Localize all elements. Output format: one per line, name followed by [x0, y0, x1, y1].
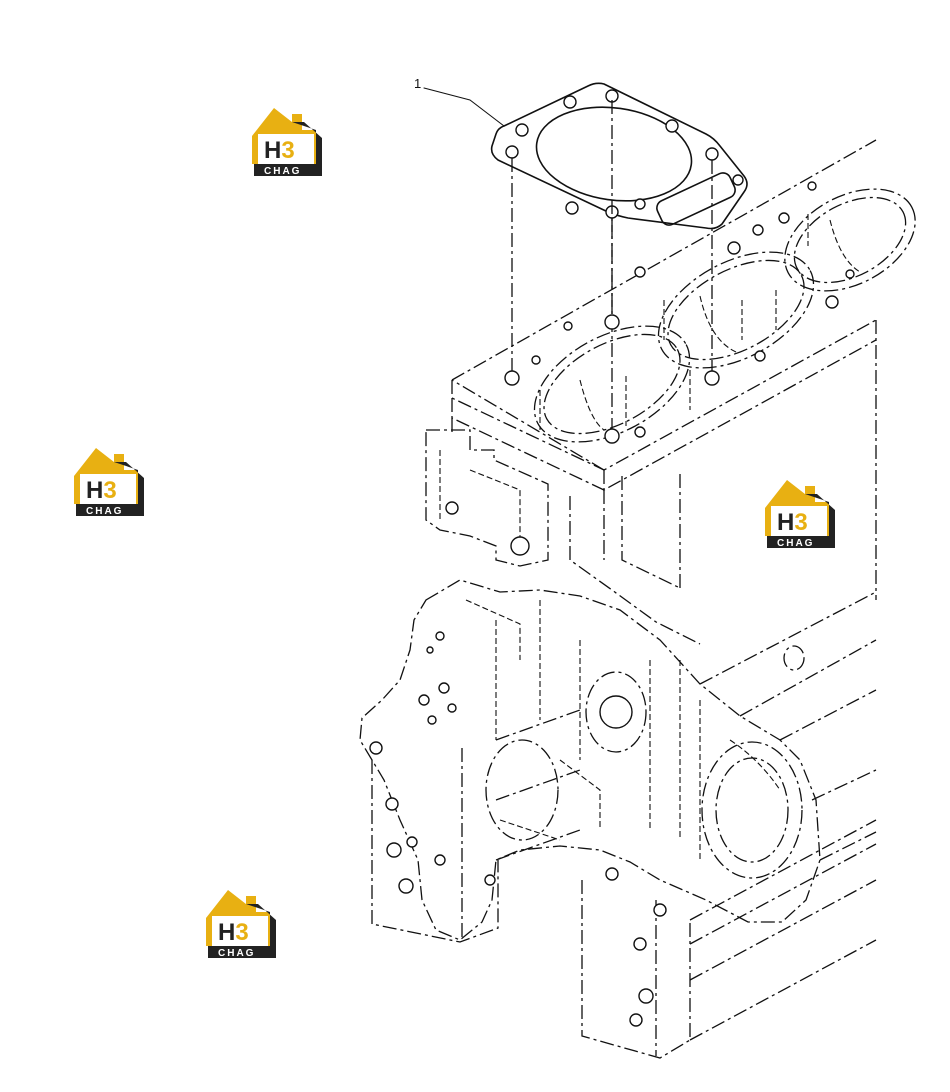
- watermark-logo: H3 CHAG: [74, 448, 144, 517]
- svg-text:H3: H3: [86, 477, 117, 504]
- svg-text:H3: H3: [218, 919, 249, 946]
- watermark-bottom-text: CHAG: [264, 166, 301, 177]
- watermark-logo: H3 CHAG: [765, 480, 835, 549]
- svg-text:H3: H3: [777, 509, 808, 536]
- watermark-top-text: H3: [264, 137, 295, 164]
- watermark-logo: H3 CHAG: [206, 890, 276, 959]
- callout-1: 1: [414, 76, 505, 127]
- watermark-logo: H3 CHAG: [252, 108, 322, 177]
- cylinder-head-gasket: [490, 82, 748, 230]
- watermark-bottom-text: CHAG: [777, 538, 814, 549]
- watermark-bottom-text: CHAG: [86, 506, 123, 517]
- callout-number: 1: [414, 76, 421, 91]
- alignment-lines: [511, 100, 713, 432]
- watermark-bottom-text: CHAG: [218, 948, 255, 959]
- engine-block: [359, 139, 916, 1059]
